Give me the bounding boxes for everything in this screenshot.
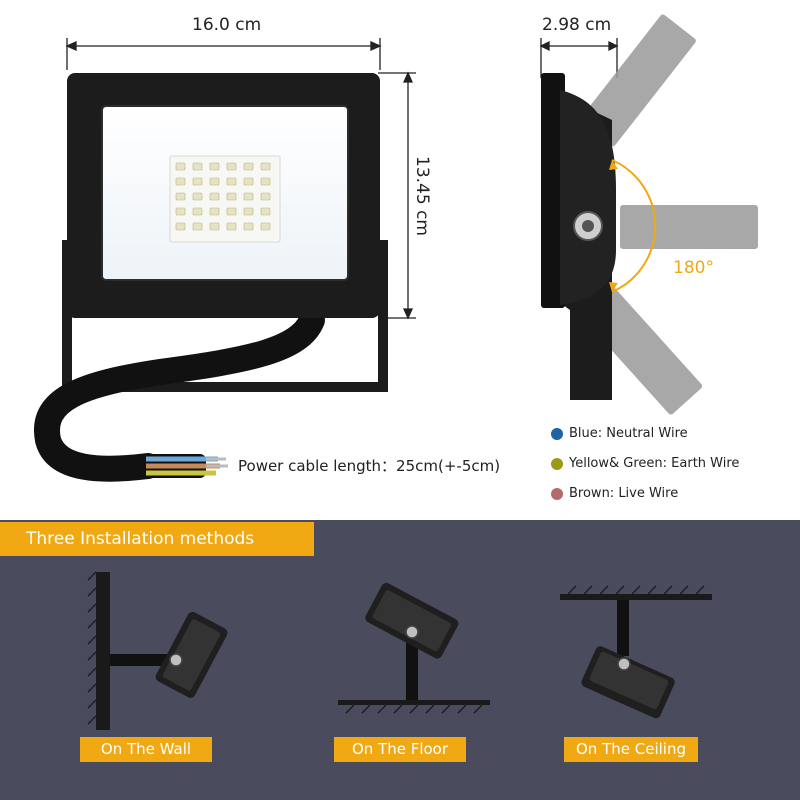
led-chip [175, 222, 186, 231]
led-chip [209, 162, 220, 171]
led-chip [226, 207, 237, 216]
led-chip [226, 177, 237, 186]
led-chip [260, 207, 271, 216]
led-chip [192, 222, 203, 231]
led-chip [226, 162, 237, 171]
width-label: 16.0 cm [192, 15, 262, 35]
rotation-angle-label: 180° [673, 258, 714, 278]
led-chip [243, 162, 254, 171]
led-chip [260, 192, 271, 201]
led-chip [175, 177, 186, 186]
ceiling-mount-illustration [560, 585, 712, 719]
floodlight-front [67, 73, 380, 318]
led-chip [226, 192, 237, 201]
led-chip [209, 207, 220, 216]
led-chip [209, 177, 220, 186]
method-label-floor: On The Floor [334, 737, 466, 762]
floor-mount-illustration [338, 582, 490, 714]
installation-title-banner: Three Installation methods [0, 522, 314, 556]
wire-legend-brown: Brown: Live Wire [548, 486, 678, 501]
led-chip [192, 207, 203, 216]
led-chip [226, 222, 237, 231]
led-chip [175, 192, 186, 201]
led-chip [243, 222, 254, 231]
led-chip [175, 207, 186, 216]
depth-dimension-line [539, 38, 619, 78]
led-chip [209, 192, 220, 201]
height-label: 13.45 cm [411, 156, 432, 236]
depth-label: 2.98 cm [542, 15, 612, 35]
led-chip [209, 222, 220, 231]
led-chip [243, 207, 254, 216]
floodlight-side-view [541, 14, 758, 415]
led-chip-array [175, 162, 271, 231]
led-chip [243, 192, 254, 201]
led-chip [192, 177, 203, 186]
led-chip [192, 192, 203, 201]
cable-length-label: Power cable length：25cm(+-5cm) [238, 457, 501, 475]
width-dimension-line [65, 38, 382, 70]
wire-legend-yellow-green-label: Yellow& Green: Earth Wire [569, 456, 740, 471]
led-chip [260, 162, 271, 171]
led-chip [260, 222, 271, 231]
wall-mount-illustration [87, 571, 228, 730]
led-chip [192, 162, 203, 171]
wire-legend-blue: Blue: Neutral Wire [548, 426, 688, 441]
wire-legend-brown-label: Brown: Live Wire [569, 486, 679, 501]
method-label-ceiling: On The Ceiling [564, 737, 698, 762]
wire-legend-yellow-green: Yellow& Green: Earth Wire [548, 456, 739, 471]
power-cable [34, 307, 325, 482]
led-chip [175, 162, 186, 171]
wire-legend-blue-label: Blue: Neutral Wire [569, 426, 688, 441]
led-chip [260, 177, 271, 186]
wire-legend-dots [551, 428, 563, 500]
led-chip [243, 177, 254, 186]
method-label-wall: On The Wall [80, 737, 212, 762]
